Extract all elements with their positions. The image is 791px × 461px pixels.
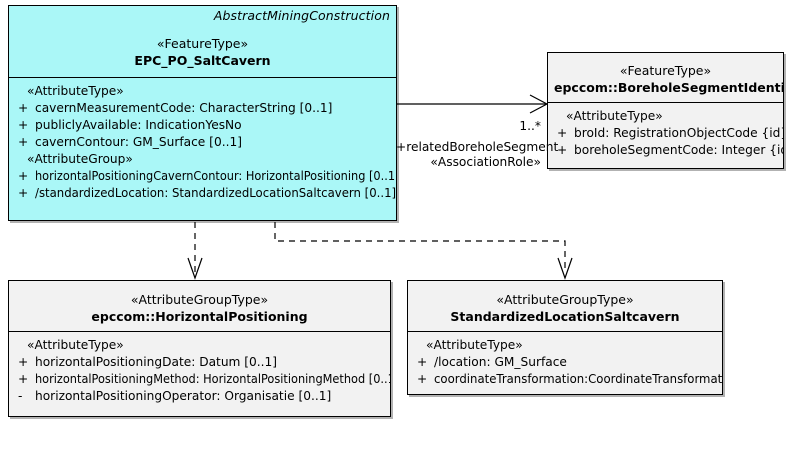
attribute-group-label: «AttributeGroup» [27,152,133,166]
class-attributes-standardized-location-saltcavern: «AttributeType» + /location: GM_Surface … [408,331,722,392]
attribute-row[interactable]: + /standardizedLocation: StandardizedLoc… [13,185,396,202]
attribute-row[interactable]: - horizontalPositioningOperator: Organis… [13,388,386,405]
class-name: StandardizedLocationSaltcavern [450,309,680,324]
visibility-marker: + [557,143,568,157]
class-attributes-borehole-segment-identification: «AttributeType» + broId: RegistrationObj… [548,102,783,163]
visibility-marker: + [417,355,428,369]
class-header-borehole-segment-identification: «FeatureType» epccom::BoreholeSegmentIde… [548,53,783,102]
visibility-marker: + [18,118,29,132]
dependency-standardized-location-line[interactable] [274,222,573,280]
class-box-borehole-segment-identification[interactable]: «FeatureType» epccom::BoreholeSegmentIde… [547,52,784,169]
attribute-signature: cavernContour: GM_Surface [0..1] [35,135,242,149]
class-header-horizontal-positioning: «AttributeGroupType» epccom::HorizontalP… [9,281,390,331]
class-stereotype: «FeatureType» [156,36,249,51]
context-name-abstractminingconstruction: AbstractMiningConstruction [213,8,390,23]
dependency-horizontal-positioning-line[interactable] [187,222,203,280]
attribute-row[interactable]: + cavernMeasurementCode: CharacterString… [13,100,392,117]
visibility-marker: - [18,389,23,403]
class-name: epccom::BoreholeSegmentIdentification [554,80,784,95]
association-borehole-line[interactable] [397,94,549,114]
attribute-group-label: «AttributeType» [27,338,124,352]
attribute-row[interactable]: + coordinateTransformation:CoordinateTra… [412,371,722,388]
attribute-signature: /location: GM_Surface [434,355,567,369]
attribute-row[interactable]: + broId: RegistrationObjectCode {id} [552,125,783,142]
class-name: EPC_PO_SaltCavern [134,53,271,68]
attribute-signature: cavernMeasurementCode: CharacterString [… [35,101,333,115]
class-stereotype: «AttributeGroupType» [130,292,269,307]
attribute-row[interactable]: + cavernContour: GM_Surface [0..1] [13,134,392,151]
attribute-group-label: «AttributeType» [426,338,523,352]
attribute-signature: horizontalPositioningMethod: HorizontalP… [35,372,391,386]
association-multiplicity-label: 1..* [519,119,541,133]
class-name: epccom::HorizontalPositioning [91,309,308,324]
attribute-signature: broId: RegistrationObjectCode {id} [574,126,784,140]
attribute-signature: /standardizedLocation: StandardizedLocat… [35,186,397,200]
class-box-horizontal-positioning[interactable]: «AttributeGroupType» epccom::HorizontalP… [8,280,391,417]
visibility-marker: + [18,186,29,200]
attribute-signature: horizontalPositioningOperator: Organisat… [35,389,332,403]
attribute-row[interactable]: + /location: GM_Surface [412,354,718,371]
attribute-signature: horizontalPositioningDate: Datum [0..1] [35,355,278,369]
class-attributes-epc-po-saltcavern: «AttributeType» + cavernMeasurementCode:… [9,77,396,206]
attribute-signature: horizontalPositioningCavernContour: Hori… [35,169,397,183]
attribute-signature: coordinateTransformation:CoordinateTrans… [434,372,723,386]
attribute-signature: boreholeSegmentCode: Integer {id} [574,143,784,157]
attribute-row[interactable]: + boreholeSegmentCode: Integer {id} [552,142,783,159]
class-stereotype: «AttributeGroupType» [496,292,634,307]
class-attributes-horizontal-positioning: «AttributeType» + horizontalPositioningD… [9,331,390,409]
association-stereotype-label: «AssociationRole» [430,155,541,169]
attribute-row[interactable]: + horizontalPositioningDate: Datum [0..1… [13,354,386,371]
visibility-marker: + [557,126,568,140]
visibility-marker: + [18,372,29,386]
attribute-signature: publiclyAvailable: IndicationYesNo [35,118,242,132]
visibility-marker: + [417,372,428,386]
class-box-epc-po-saltcavern[interactable]: AbstractMiningConstruction «FeatureType»… [8,5,397,221]
attribute-group-label: «AttributeType» [27,84,124,98]
class-header-epc-po-saltcavern: AbstractMiningConstruction «FeatureType»… [9,6,396,77]
visibility-marker: + [18,355,29,369]
class-header-standardized-location-saltcavern: «AttributeGroupType» StandardizedLocatio… [408,281,722,331]
attribute-row[interactable]: + horizontalPositioningCavernContour: Ho… [13,168,396,185]
attribute-row[interactable]: + publiclyAvailable: IndicationYesNo [13,117,392,134]
visibility-marker: + [18,169,29,183]
association-role-label: +relatedBoreholeSegment [396,140,559,154]
class-stereotype: «FeatureType» [619,63,712,78]
attribute-group-label: «AttributeType» [566,109,663,123]
attribute-row[interactable]: + horizontalPositioningMethod: Horizonta… [13,371,390,388]
visibility-marker: + [18,101,29,115]
visibility-marker: + [18,135,29,149]
class-box-standardized-location-saltcavern[interactable]: «AttributeGroupType» StandardizedLocatio… [407,280,723,395]
